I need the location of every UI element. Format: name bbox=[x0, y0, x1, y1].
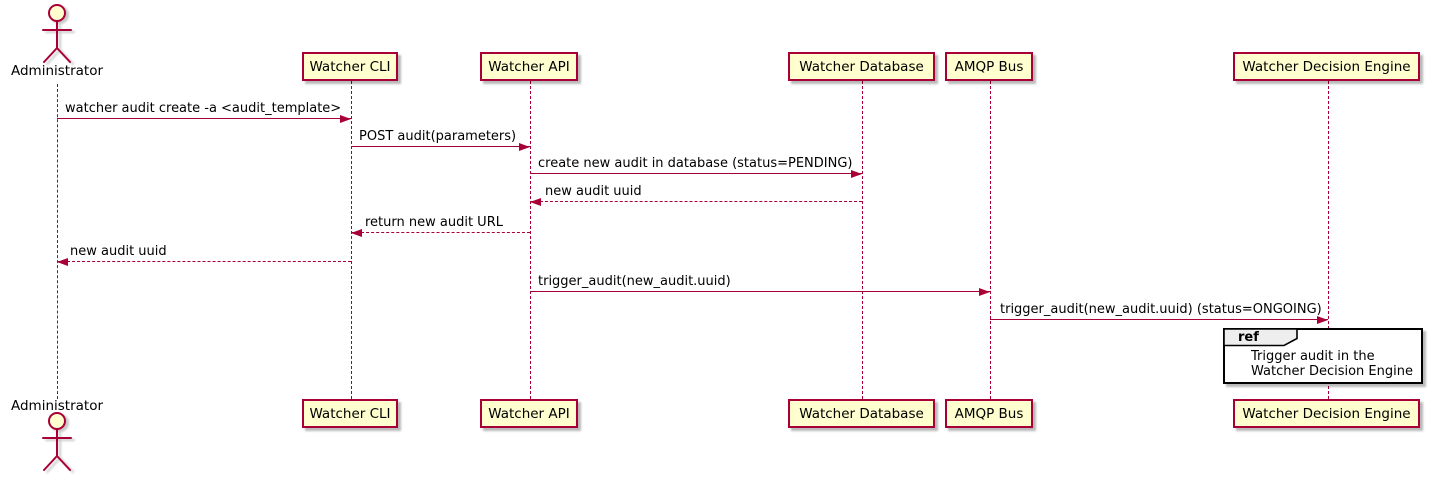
arrowhead-right-icon bbox=[519, 143, 530, 151]
participant-amqp-bus-bottom: AMQP Bus bbox=[945, 399, 1033, 428]
lifeline-amqp-bus bbox=[990, 81, 991, 399]
message-4: new audit uuid bbox=[530, 184, 862, 206]
message-label: new audit uuid bbox=[545, 184, 642, 199]
lifeline-watcher-database bbox=[862, 81, 863, 399]
arrowhead-left-icon bbox=[351, 229, 362, 237]
lifeline-watcher-cli bbox=[351, 81, 352, 399]
arrowhead-left-icon bbox=[530, 198, 541, 206]
actor-label-top: Administrator bbox=[10, 63, 104, 79]
arrowhead-left-icon bbox=[57, 258, 68, 266]
message-label: return new audit URL bbox=[365, 215, 503, 230]
message-line bbox=[351, 232, 530, 233]
lifeline-administrator bbox=[57, 84, 58, 399]
arrowhead-right-icon bbox=[340, 115, 351, 123]
message-label: trigger_audit(new_audit.uuid) bbox=[538, 274, 731, 289]
participant-watcher-decision-engine-top: Watcher Decision Engine bbox=[1233, 52, 1420, 81]
arrowhead-right-icon bbox=[1317, 316, 1328, 324]
arrowhead-right-icon bbox=[979, 288, 990, 296]
message-1: watcher audit create -a <audit_template> bbox=[57, 101, 351, 123]
message-5: return new audit URL bbox=[351, 215, 530, 237]
message-3: create new audit in database (status=PEN… bbox=[530, 156, 862, 178]
message-line bbox=[57, 118, 351, 119]
ref-text: Trigger audit in the Watcher Decision En… bbox=[1251, 349, 1413, 379]
message-label: new audit uuid bbox=[70, 244, 167, 259]
message-line bbox=[57, 261, 351, 262]
participant-watcher-decision-engine-bottom: Watcher Decision Engine bbox=[1233, 399, 1420, 428]
lifeline-watcher-decision-engine bbox=[1328, 81, 1329, 399]
message-line bbox=[530, 291, 990, 292]
ref-fragment: ref Trigger audit in the Watcher Decisio… bbox=[1223, 328, 1423, 384]
arrowhead-right-icon bbox=[851, 170, 862, 178]
message-7: trigger_audit(new_audit.uuid) bbox=[530, 274, 990, 296]
participant-amqp-bus-top: AMQP Bus bbox=[945, 52, 1033, 81]
participant-watcher-database-top: Watcher Database bbox=[788, 52, 935, 81]
ref-text-line1: Trigger audit in the bbox=[1251, 349, 1375, 364]
message-label: POST audit(parameters) bbox=[359, 129, 517, 144]
participant-watcher-cli-bottom: Watcher CLI bbox=[302, 399, 398, 428]
message-line bbox=[990, 319, 1328, 320]
message-label: watcher audit create -a <audit_template> bbox=[65, 101, 342, 116]
message-2: POST audit(parameters) bbox=[351, 129, 530, 151]
message-8: trigger_audit(new_audit.uuid) (status=ON… bbox=[990, 302, 1328, 324]
ref-tab-icon bbox=[1223, 328, 1298, 347]
message-6: new audit uuid bbox=[57, 244, 351, 266]
participant-watcher-api-top: Watcher API bbox=[480, 52, 578, 81]
lifeline-watcher-api bbox=[530, 81, 531, 399]
participant-watcher-api-bottom: Watcher API bbox=[480, 399, 578, 428]
actor-icon bbox=[42, 4, 72, 63]
actor-icon bbox=[42, 412, 72, 471]
message-line bbox=[530, 201, 862, 202]
message-line bbox=[351, 146, 530, 147]
actor-label-bottom: Administrator bbox=[10, 398, 104, 414]
ref-text-line2: Watcher Decision Engine bbox=[1251, 364, 1413, 379]
participant-watcher-cli-top: Watcher CLI bbox=[302, 52, 398, 81]
ref-keyword: ref bbox=[1238, 330, 1259, 345]
participant-watcher-database-bottom: Watcher Database bbox=[788, 399, 935, 428]
message-label: create new audit in database (status=PEN… bbox=[538, 156, 853, 171]
message-label: trigger_audit(new_audit.uuid) (status=ON… bbox=[1000, 302, 1322, 317]
message-line bbox=[530, 173, 862, 174]
